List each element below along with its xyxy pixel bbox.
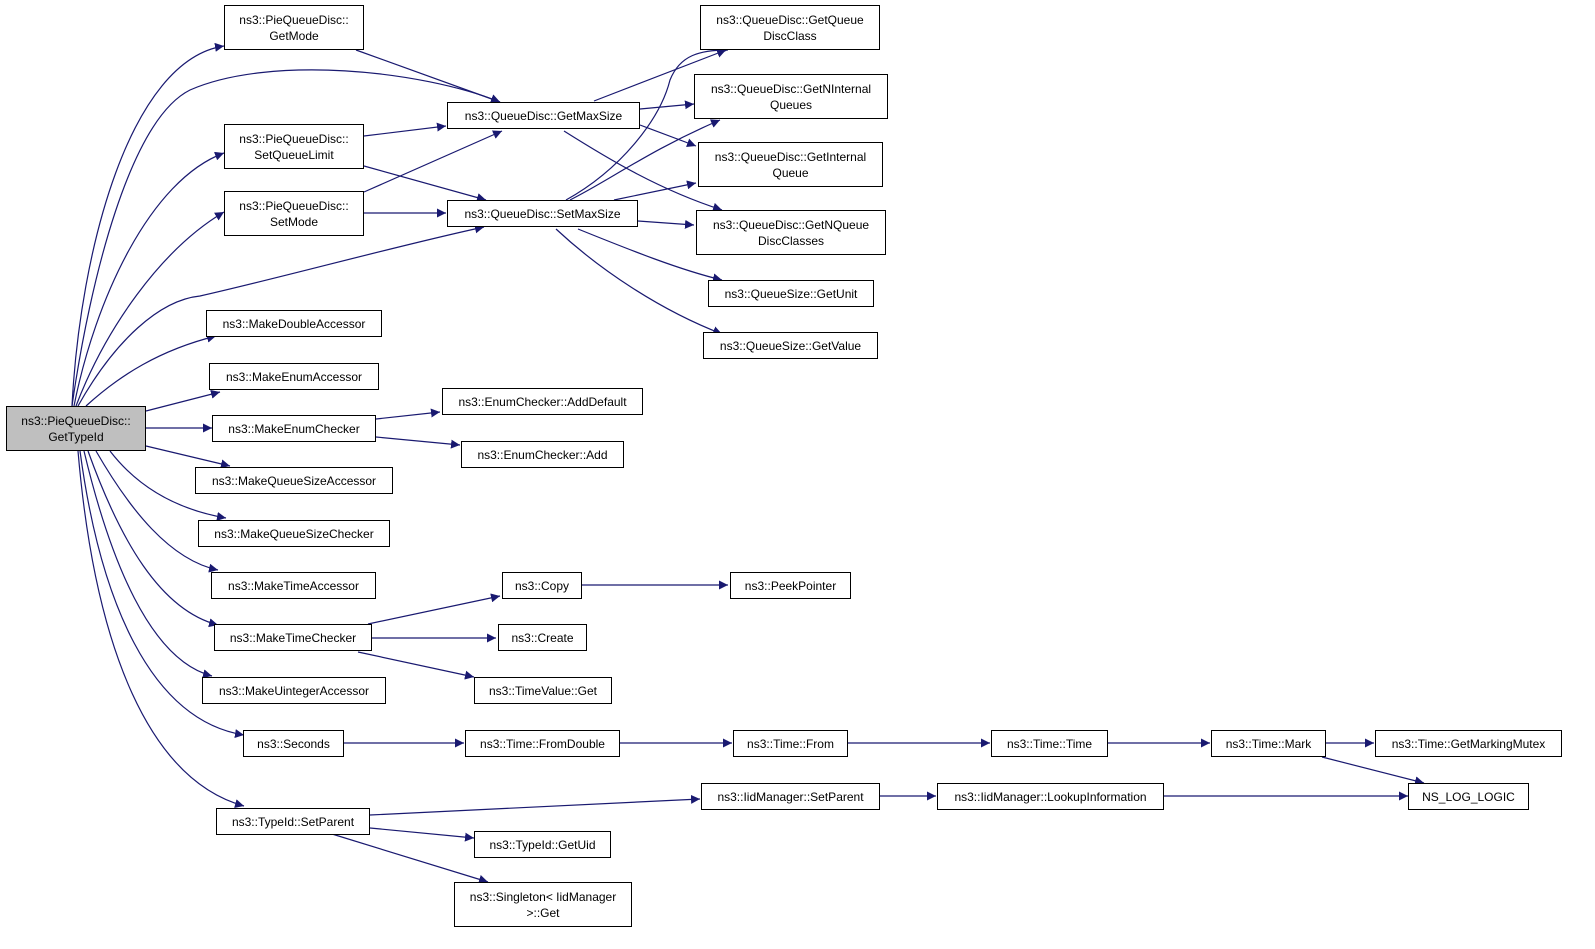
edge-typeid-singleton	[331, 833, 489, 884]
edge-root-pie-getmode	[71, 42, 225, 407]
edge-pie-setqueuelimit-qd-getmaxsize	[363, 122, 447, 137]
edge-root-make-time-checker	[87, 450, 219, 628]
node-make-double-accessor[interactable]: ns3::MakeDoubleAccessor	[206, 310, 382, 337]
node-time-get-marking-mutex[interactable]: ns3::Time::GetMarkingMutex	[1375, 730, 1562, 757]
node-pie-queue-disc-set-queue-limit[interactable]: ns3::PieQueueDisc:: SetQueueLimit	[224, 124, 364, 169]
node-queue-disc-get-n-queue-disc-classes[interactable]: ns3::QueueDisc::GetNQueue DiscClasses	[696, 210, 886, 255]
node-iid-manager-set-parent[interactable]: ns3::IidManager::SetParent	[701, 783, 880, 810]
edge-setmaxsize-getunit	[577, 228, 723, 283]
node-seconds[interactable]: ns3::Seconds	[243, 730, 344, 757]
edge-getmaxsize-getnqueuedisclasses	[563, 130, 723, 212]
edge-timechecker-copy	[367, 593, 501, 625]
edge-pie-getmode-qd-getmaxsize	[355, 49, 501, 104]
edge-root-qd-getmaxsize	[71, 69, 501, 407]
node-pie-queue-disc-get-mode[interactable]: ns3::PieQueueDisc:: GetMode	[224, 5, 364, 50]
node-make-time-checker[interactable]: ns3::MakeTimeChecker	[214, 624, 372, 651]
node-make-enum-checker[interactable]: ns3::MakeEnumChecker	[212, 415, 376, 442]
node-make-uinteger-accessor[interactable]: ns3::MakeUintegerAccessor	[202, 677, 386, 704]
edge-enumchecker-add	[375, 436, 461, 449]
node-create[interactable]: ns3::Create	[498, 624, 587, 651]
node-peek-pointer[interactable]: ns3::PeekPointer	[730, 572, 851, 599]
node-queue-disc-get-internal-queue[interactable]: ns3::QueueDisc::GetInternal Queue	[698, 142, 883, 187]
node-queue-disc-get-queue-disc-class[interactable]: ns3::QueueDisc::GetQueue DiscClass	[700, 5, 880, 50]
node-ns-log-logic[interactable]: NS_LOG_LOGIC	[1408, 783, 1529, 810]
edge-root-make-uinteger-accessor	[83, 450, 213, 679]
edge-mark-nslog	[1321, 756, 1425, 786]
node-make-enum-accessor[interactable]: ns3::MakeEnumAccessor	[209, 363, 379, 390]
edge-root-make-queuesize-accessor	[145, 445, 231, 469]
edge-setmaxsize-getninternalqueues	[569, 119, 721, 201]
node-queue-disc-set-max-size[interactable]: ns3::QueueDisc::SetMaxSize	[447, 200, 638, 227]
edge-root-make-double-accessor	[85, 333, 217, 407]
node-type-id-get-uid[interactable]: ns3::TypeId::GetUid	[474, 831, 611, 858]
edge-pie-setqueuelimit-qd-setmaxsize	[363, 165, 487, 202]
node-make-time-accessor[interactable]: ns3::MakeTimeAccessor	[211, 572, 376, 599]
node-pie-queue-disc-get-type-id[interactable]: ns3::PieQueueDisc:: GetTypeId	[6, 406, 146, 451]
edge-setmaxsize-getnqueuedisclasses	[637, 219, 695, 229]
edge-getmaxsize-getinternalqueue	[639, 124, 697, 148]
node-type-id-set-parent[interactable]: ns3::TypeId::SetParent	[216, 808, 370, 835]
edge-getmaxsize-getqueuedisclass	[593, 49, 727, 102]
edge-root-typeid-setparent	[77, 450, 245, 808]
edge-enumchecker-adddefault	[375, 408, 441, 420]
node-queue-size-get-unit[interactable]: ns3::QueueSize::GetUnit	[708, 280, 874, 307]
node-make-queue-size-accessor[interactable]: ns3::MakeQueueSizeAccessor	[195, 467, 393, 494]
node-time-from-double[interactable]: ns3::Time::FromDouble	[465, 730, 620, 757]
edge-setmaxsize-getvalue	[555, 228, 723, 335]
edge-timechecker-timevalueget	[357, 651, 475, 680]
edge-setmaxsize-getqueuedisclass	[565, 45, 729, 201]
node-pie-queue-disc-set-mode[interactable]: ns3::PieQueueDisc:: SetMode	[224, 191, 364, 236]
edge-root-pie-setmode	[75, 211, 225, 407]
edge-root-seconds	[79, 450, 245, 739]
node-copy[interactable]: ns3::Copy	[502, 572, 582, 599]
node-iid-manager-lookup-information[interactable]: ns3::IidManager::LookupInformation	[937, 783, 1164, 810]
edge-root-make-queuesize-checker	[109, 450, 227, 521]
edge-typeid-iid-setparent	[369, 794, 701, 816]
node-time-value-get[interactable]: ns3::TimeValue::Get	[474, 677, 612, 704]
node-time-from[interactable]: ns3::Time::From	[733, 730, 848, 757]
edge-typeid-getuid	[369, 827, 475, 842]
node-time-time[interactable]: ns3::Time::Time	[991, 730, 1108, 757]
node-queue-disc-get-max-size[interactable]: ns3::QueueDisc::GetMaxSize	[447, 102, 640, 129]
node-time-mark[interactable]: ns3::Time::Mark	[1211, 730, 1326, 757]
node-make-queue-size-checker[interactable]: ns3::MakeQueueSizeChecker	[198, 520, 390, 547]
edge-pie-setmode-qd-getmaxsize	[363, 130, 503, 193]
node-queue-disc-get-n-internal-queues[interactable]: ns3::QueueDisc::GetNInternal Queues	[694, 74, 888, 119]
edge-setmaxsize-getinternalqueue	[613, 180, 697, 201]
edge-root-pie-setqueuelimit	[73, 151, 225, 407]
node-enum-checker-add-default[interactable]: ns3::EnumChecker::AddDefault	[442, 388, 643, 415]
edge-root-make-enum-accessor	[145, 389, 221, 412]
edge-root-make-time-accessor	[95, 450, 219, 573]
edge-root-qd-setmaxsize	[77, 224, 485, 407]
edge-getmaxsize-getninternalqueues	[639, 100, 695, 110]
node-singleton-iid-manager-get[interactable]: ns3::Singleton< IidManager >::Get	[454, 882, 632, 927]
node-queue-size-get-value[interactable]: ns3::QueueSize::GetValue	[703, 332, 878, 359]
node-enum-checker-add[interactable]: ns3::EnumChecker::Add	[461, 441, 624, 468]
